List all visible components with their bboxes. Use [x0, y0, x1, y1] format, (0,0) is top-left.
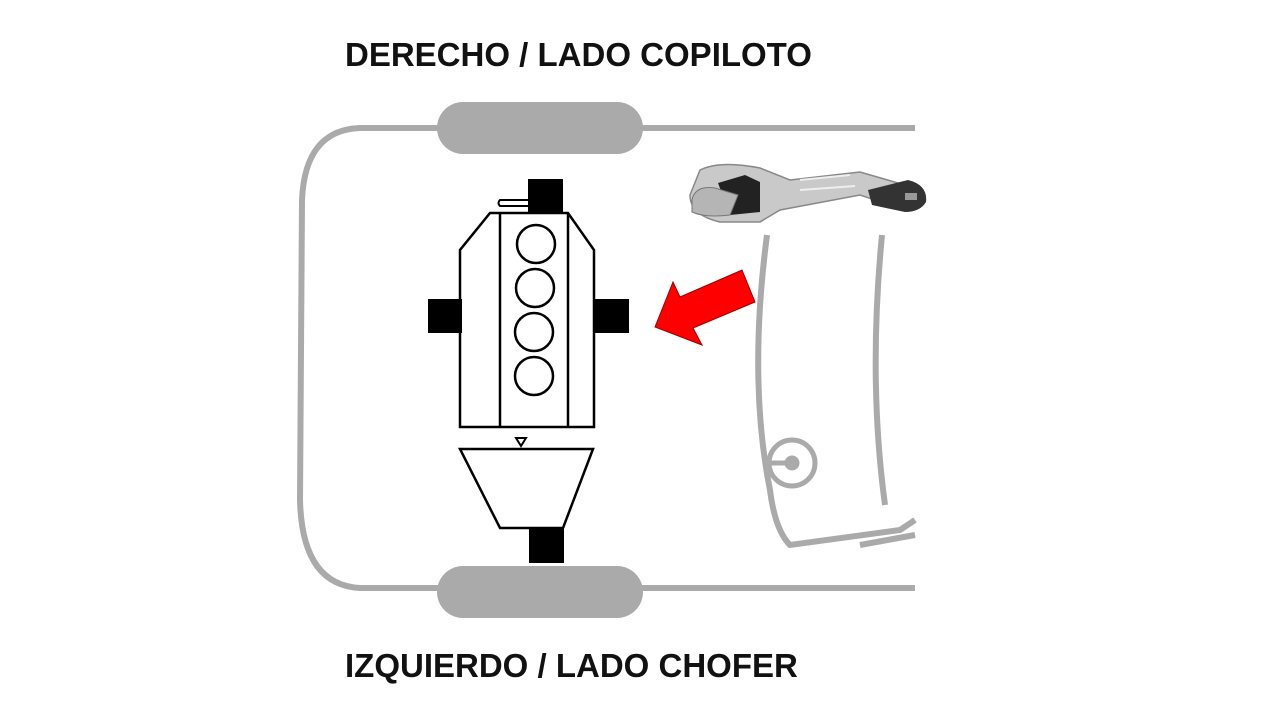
- engine-block: [458, 199, 596, 429]
- mount-right: [594, 299, 629, 333]
- mount-bottom: [529, 528, 564, 563]
- engine-mount-bracket-icon: [689, 163, 927, 223]
- bottom-side-label: IZQUIERDO / LADO CHOFER: [345, 647, 798, 684]
- transmission: [457, 437, 595, 530]
- engine-mounts: [428, 179, 629, 563]
- mount-left: [428, 299, 462, 333]
- top-side-label: DERECHO / LADO COPILOTO: [345, 36, 812, 73]
- red-arrow-icon: [654, 269, 756, 346]
- wheel-front-left: [437, 566, 643, 618]
- mount-top: [528, 179, 563, 214]
- wheel-front-right: [437, 102, 643, 154]
- steering-circle-icon: [766, 437, 818, 489]
- car-outline: [296, 125, 917, 591]
